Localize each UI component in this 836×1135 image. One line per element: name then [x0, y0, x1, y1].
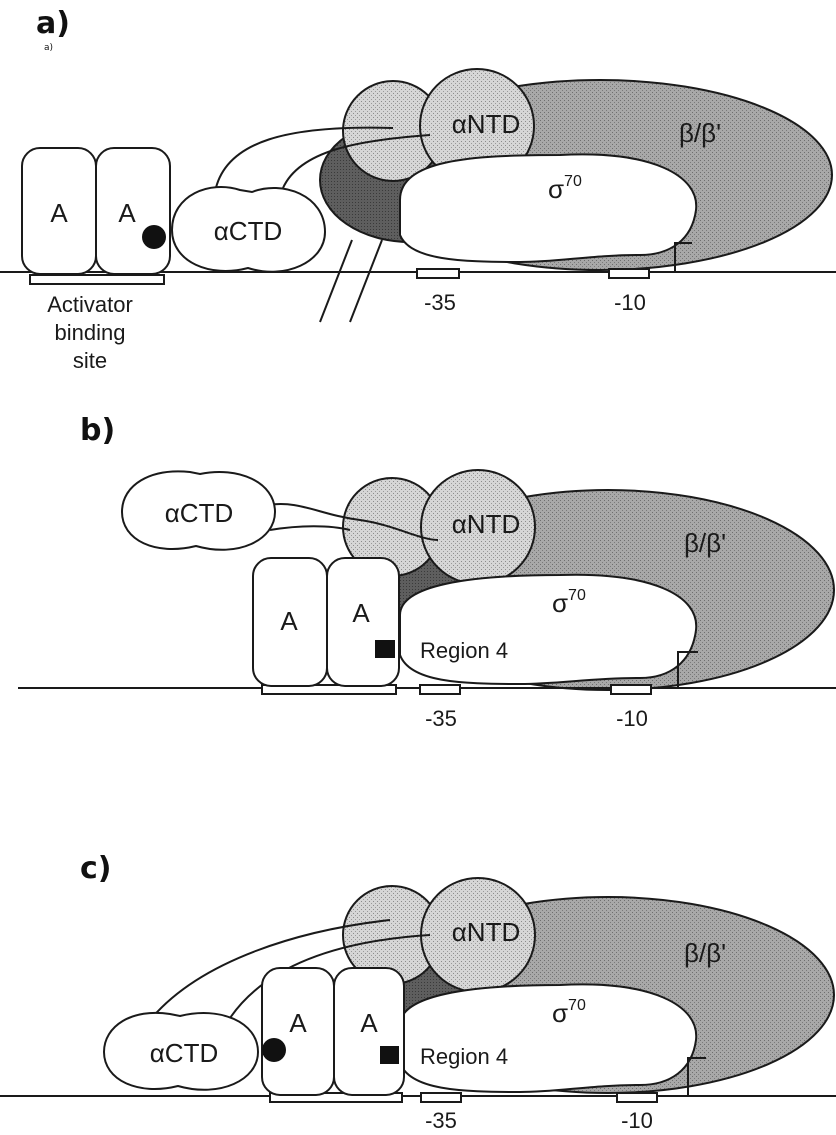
sigma-superscript: 70 [568, 997, 586, 1014]
panel-c: c) αCTD A A αNTD β/β' σ70 Region 4 -35 -… [0, 851, 836, 1133]
sigma-symbol: σ [548, 174, 564, 204]
dna-break-mark-1 [320, 240, 352, 322]
sigma-symbol: σ [552, 998, 568, 1028]
promoter-35-label: -35 [424, 290, 456, 315]
promoter-35-box [417, 269, 459, 278]
alpha-ntd-label: αNTD [452, 509, 520, 539]
promoter-35-box [421, 1093, 461, 1102]
alpha-ntd-label: αNTD [452, 917, 520, 947]
activator-right-label: A [360, 1008, 378, 1038]
sigma70-subunit [400, 575, 696, 684]
activating-region-square [375, 640, 395, 658]
promoter-10-label: -10 [621, 1108, 653, 1133]
promoter-10-box [617, 1093, 657, 1102]
promoter-35-label: -35 [425, 706, 457, 731]
region-4-label: Region 4 [420, 1044, 508, 1069]
dna-break-mark-2 [350, 240, 382, 322]
promoter-35-box [420, 685, 460, 694]
panel-a: a) a) A A αCTD αNTD β/β' [0, 6, 836, 373]
activating-region-square [380, 1046, 399, 1064]
activator-site-label-line-3: site [73, 348, 107, 373]
activator-left-label: A [280, 606, 298, 636]
panel-b-label: b) [80, 413, 115, 448]
promoter-10-label: -10 [614, 290, 646, 315]
activator-right-label: A [118, 198, 136, 228]
activator-left-label: A [289, 1008, 307, 1038]
alpha-ctd-label: αCTD [214, 216, 282, 246]
panel-a-sublabel: a) [44, 43, 53, 53]
panel-a-label: a) [36, 6, 70, 41]
activating-region-circle [142, 225, 166, 249]
region-4-label: Region 4 [420, 638, 508, 663]
alpha-ctd-label: αCTD [150, 1038, 218, 1068]
promoter-10-box [611, 685, 651, 694]
sigma-symbol: σ [552, 588, 568, 618]
promoter-10-label: -10 [616, 706, 648, 731]
promoter-10-box [609, 269, 649, 278]
activator-left-label: A [50, 198, 68, 228]
beta-label: β/β' [679, 118, 721, 148]
sigma-superscript: 70 [564, 173, 582, 190]
activator-right-label: A [352, 598, 370, 628]
sigma-superscript: 70 [568, 587, 586, 604]
activator-site-label-line-1: Activator [47, 292, 133, 317]
sigma70-subunit [400, 984, 696, 1092]
alpha-linker-2 [270, 526, 350, 530]
panel-b: b) αCTD A A αNTD β/β' σ70 Region 4 -35 -… [18, 413, 836, 731]
alpha-ntd-label: αNTD [452, 109, 520, 139]
panel-c-label: c) [80, 851, 112, 886]
promoter-35-label: -35 [425, 1108, 457, 1133]
activating-region-circle [262, 1038, 286, 1062]
activator-binding-site-box [30, 275, 164, 284]
beta-label: β/β' [684, 938, 726, 968]
activator-site-label-line-2: binding [55, 320, 126, 345]
sigma70-subunit [400, 154, 696, 262]
alpha-ctd-label: αCTD [165, 498, 233, 528]
beta-label: β/β' [684, 528, 726, 558]
